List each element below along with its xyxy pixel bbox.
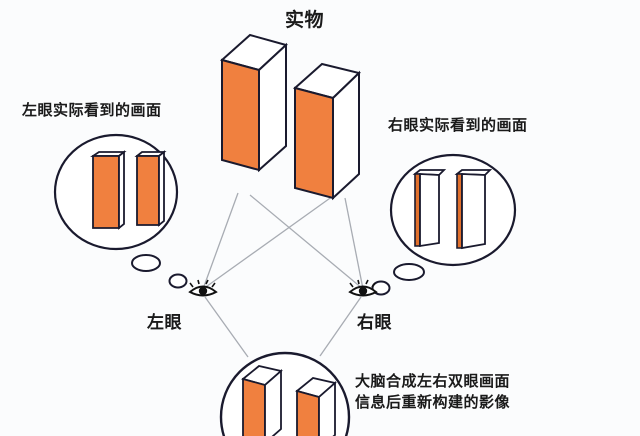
right-bubble-bar-1	[412, 169, 447, 248]
brain-box-1-face	[242, 377, 266, 436]
right-eye-pupil	[358, 286, 368, 296]
label-brain-line-2: 信息后重新构建的影像	[355, 393, 511, 411]
brain-box-2-side	[318, 381, 336, 436]
left-bubble-tail-large	[131, 254, 161, 272]
box-front-left-face	[221, 58, 260, 172]
label-left-eye: 左眼	[147, 313, 182, 333]
connector-left-eye-to-brain	[204, 296, 249, 358]
label-right-eye: 右眼	[357, 313, 392, 333]
sightline-left-eye-to-front-box	[202, 192, 239, 290]
label-brain-reconstruction: 大脑合成左右双眼画面 信息后重新构建的影像	[355, 371, 585, 413]
right-bar-1-face	[419, 173, 440, 248]
real-object-box-back	[292, 62, 362, 201]
label-right-eye-view: 右眼实际看到的画面	[388, 116, 528, 134]
left-eye-lashes	[189, 279, 216, 288]
brain-box-2-face	[296, 389, 320, 436]
left-bar-2-side	[158, 150, 165, 227]
box-back-left-face	[294, 86, 334, 200]
sight-lines	[202, 192, 364, 290]
left-bar-1-face	[92, 155, 120, 229]
right-bubble-bar-2	[454, 169, 493, 250]
sightline-left-eye-to-back-box	[202, 195, 334, 290]
sightline-right-eye-to-back-box	[344, 197, 364, 290]
brain-connector-lines	[204, 296, 362, 358]
brain-bubble-box-1	[241, 365, 283, 436]
box-front-right-face	[258, 42, 287, 173]
brain-thought-bubble	[219, 351, 351, 436]
page-title: 实物	[285, 9, 325, 31]
real-object-box-front	[219, 33, 288, 173]
brain-box-1-side	[264, 369, 282, 436]
right-bubble-outline	[389, 153, 517, 267]
left-bubble-bar-2	[134, 150, 167, 227]
left-bar-2-face	[136, 155, 160, 226]
left-eye-pupil	[198, 286, 208, 296]
right-eye-lashes	[349, 279, 376, 288]
box-back-right-face	[332, 70, 360, 201]
right-bubble-tail-small	[371, 280, 391, 296]
left-bubble-tail-small	[168, 273, 188, 289]
left-bar-1-side	[118, 150, 125, 230]
right-bubble-tail-large	[393, 263, 425, 281]
label-brain-line-1: 大脑合成左右双眼画面	[355, 372, 511, 390]
left-eye-icon	[188, 279, 218, 297]
right-bar-2-face	[461, 173, 486, 250]
label-left-eye-view: 左眼实际看到的画面	[22, 101, 162, 119]
brain-bubble-box-2	[295, 377, 337, 436]
right-eye-icon	[348, 279, 378, 297]
sightline-right-eye-to-front-box	[249, 194, 364, 290]
connector-right-eye-to-brain	[319, 296, 362, 357]
left-bubble-bar-1	[90, 150, 127, 230]
left-thought-bubble	[53, 133, 188, 289]
right-thought-bubble	[371, 153, 517, 296]
